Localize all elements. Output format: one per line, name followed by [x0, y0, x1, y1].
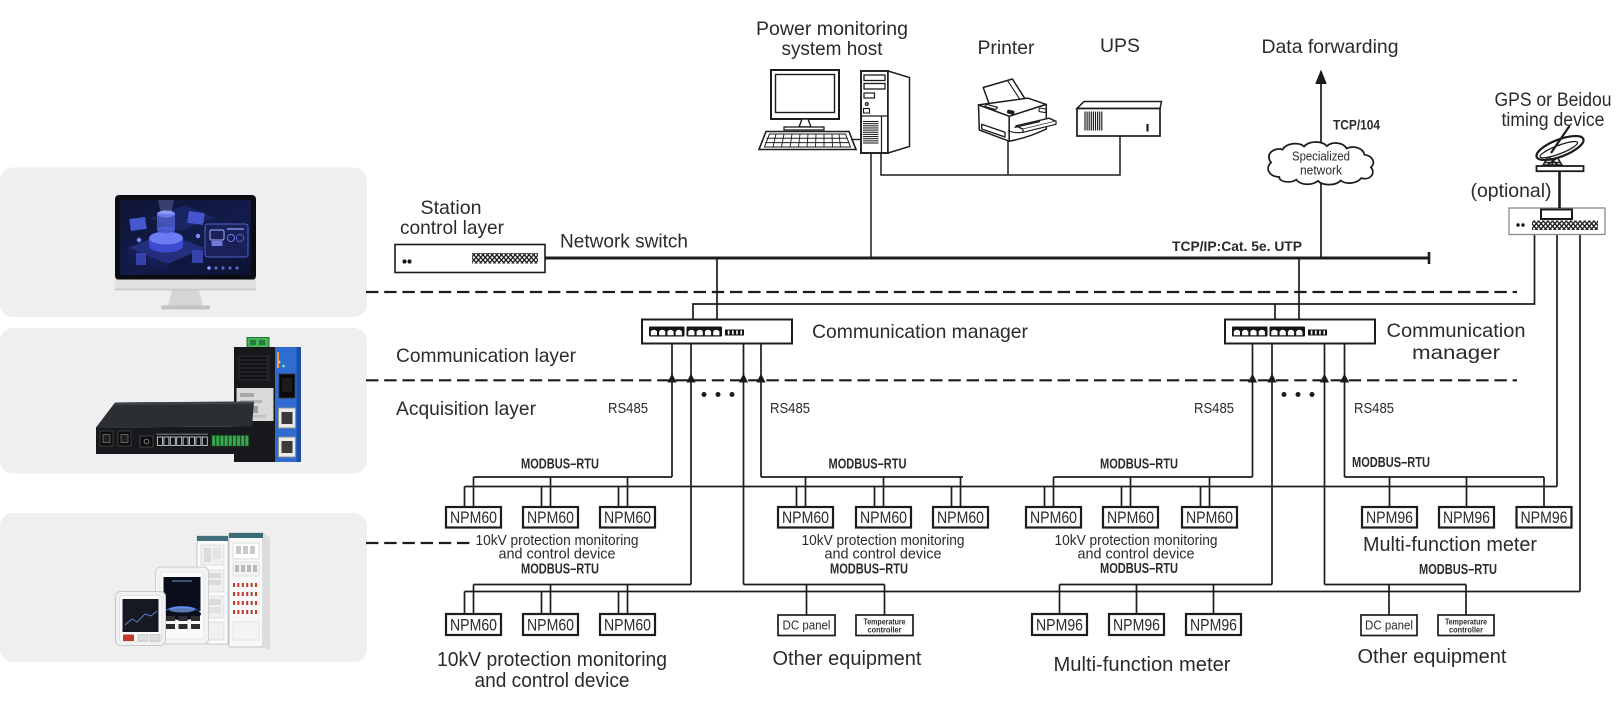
- svg-text:Data forwarding: Data forwarding: [1262, 36, 1399, 58]
- svg-text:10kV protection monitoring: 10kV protection monitoring: [1055, 533, 1218, 549]
- svg-text:RS485: RS485: [1194, 400, 1234, 417]
- svg-text:MODBUS–RTU: MODBUS–RTU: [829, 457, 907, 473]
- svg-text:NPM96: NPM96: [1036, 616, 1083, 635]
- svg-text:Communication manager: Communication manager: [812, 321, 1028, 343]
- svg-text:Power monitoring: Power monitoring: [756, 18, 908, 40]
- svg-text:NPM96: NPM96: [1113, 616, 1160, 635]
- svg-text:10kV protection monitoring: 10kV protection monitoring: [437, 649, 667, 671]
- svg-text:and control device: and control device: [475, 670, 630, 692]
- svg-text:Communication layer: Communication layer: [396, 345, 576, 367]
- svg-text:MODBUS–RTU: MODBUS–RTU: [1419, 562, 1497, 578]
- svg-text:NPM60: NPM60: [1107, 508, 1154, 527]
- svg-text:and control device: and control device: [1078, 547, 1195, 563]
- svg-text:MODBUS–RTU: MODBUS–RTU: [521, 562, 599, 578]
- svg-text:Other equipment: Other equipment: [1358, 646, 1507, 668]
- svg-text:NPM60: NPM60: [527, 616, 574, 635]
- svg-text:NPM60: NPM60: [604, 616, 651, 635]
- svg-text:and control device: and control device: [499, 547, 616, 563]
- svg-text:TCP/IP:Cat. 5e. UTP: TCP/IP:Cat. 5e. UTP: [1172, 238, 1302, 254]
- svg-text:RS485: RS485: [1354, 400, 1394, 417]
- svg-text:NPM60: NPM60: [782, 508, 829, 527]
- svg-text:NPM96: NPM96: [1443, 508, 1490, 527]
- svg-text:system host: system host: [782, 38, 884, 60]
- svg-text:NPM96: NPM96: [1521, 508, 1568, 527]
- svg-text:NPM60: NPM60: [860, 508, 907, 527]
- svg-text:network: network: [1300, 163, 1343, 177]
- svg-text:MODBUS–RTU: MODBUS–RTU: [1100, 457, 1178, 473]
- svg-text:Station: Station: [421, 197, 482, 219]
- svg-text:NPM96: NPM96: [1366, 508, 1413, 527]
- svg-text:timing device: timing device: [1502, 109, 1605, 131]
- svg-text:MODBUS–RTU: MODBUS–RTU: [1100, 561, 1178, 577]
- svg-text:Printer: Printer: [978, 37, 1035, 59]
- svg-text:MODBUS–RTU: MODBUS–RTU: [830, 562, 908, 578]
- svg-text:UPS: UPS: [1100, 35, 1140, 57]
- svg-text:Temperature: Temperature: [864, 617, 906, 627]
- svg-text:TCP/104: TCP/104: [1333, 118, 1380, 133]
- svg-text:Communication: Communication: [1387, 320, 1526, 342]
- svg-text:(optional): (optional): [1471, 180, 1552, 202]
- svg-text:control layer: control layer: [400, 217, 504, 239]
- svg-text:MODBUS–RTU: MODBUS–RTU: [521, 457, 599, 473]
- svg-text:Temperature: Temperature: [1445, 617, 1487, 627]
- svg-text:DC panel: DC panel: [1365, 618, 1413, 633]
- svg-text:GPS or Beidou: GPS or Beidou: [1495, 89, 1612, 111]
- svg-text:Network switch: Network switch: [560, 230, 688, 252]
- svg-text:NPM60: NPM60: [1030, 508, 1077, 527]
- svg-text:Specialized: Specialized: [1292, 149, 1350, 163]
- svg-text:RS485: RS485: [608, 400, 648, 417]
- svg-text:and control device: and control device: [825, 547, 942, 563]
- svg-text:controller: controller: [1449, 625, 1484, 635]
- svg-text:NPM60: NPM60: [527, 508, 574, 527]
- svg-text:NPM60: NPM60: [450, 616, 497, 635]
- svg-text:10kV protection monitoring: 10kV protection monitoring: [802, 533, 965, 549]
- svg-text:Multi-function meter: Multi-function meter: [1363, 534, 1537, 556]
- svg-text:DC panel: DC panel: [783, 618, 831, 633]
- svg-text:Acquisition layer: Acquisition layer: [396, 398, 536, 420]
- svg-text:NPM96: NPM96: [1190, 616, 1237, 635]
- svg-text:manager: manager: [1412, 342, 1501, 364]
- svg-text:NPM60: NPM60: [937, 508, 984, 527]
- svg-text:NPM60: NPM60: [604, 508, 651, 527]
- svg-text:NPM60: NPM60: [1186, 508, 1233, 527]
- svg-text:RS485: RS485: [770, 400, 810, 417]
- svg-text:controller: controller: [868, 625, 903, 635]
- svg-text:Other equipment: Other equipment: [773, 648, 922, 670]
- svg-text:10kV protection monitoring: 10kV protection monitoring: [476, 533, 639, 549]
- svg-text:Multi-function meter: Multi-function meter: [1054, 654, 1231, 676]
- svg-text:NPM60: NPM60: [450, 508, 497, 527]
- svg-text:MODBUS–RTU: MODBUS–RTU: [1352, 455, 1430, 471]
